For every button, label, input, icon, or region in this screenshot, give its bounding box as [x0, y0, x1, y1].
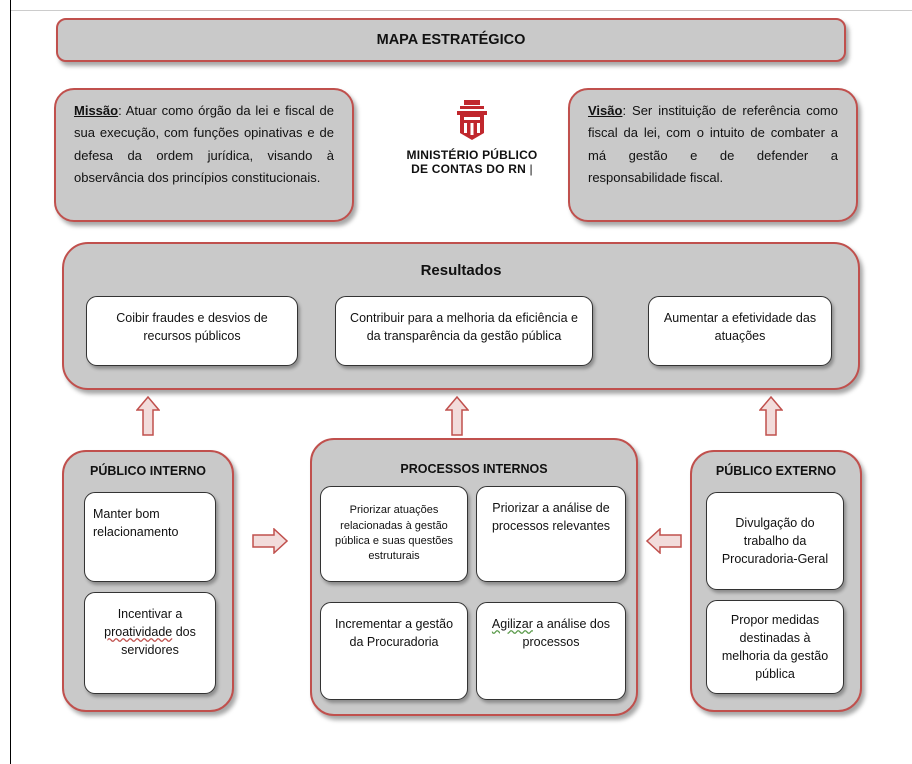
- result-item: Contribuir para a melhoria da eficiência…: [335, 296, 593, 366]
- internal-processes-title: PROCESSOS INTERNOS: [400, 462, 548, 476]
- internal-processes-panel: PROCESSOS INTERNOS Priorizar atuações re…: [310, 438, 638, 716]
- vision-box: Visão: Ser instituição de referência com…: [568, 88, 858, 222]
- internal-public-item: Incentivar a proatividade dos servidores: [84, 592, 216, 694]
- external-public-item: Divulgação do trabalho da Procuradoria-G…: [706, 492, 844, 590]
- internal-public-title: PÚBLICO INTERNO: [90, 464, 206, 478]
- result-item-text: Coibir fraudes e desvios de recursos púb…: [116, 311, 268, 344]
- logo-line-1: MINISTÉRIO PÚBLICO: [406, 148, 538, 162]
- block-arrow-icon: [759, 396, 783, 436]
- external-public-item-text: Propor medidas destinadas à melhoria da …: [721, 612, 829, 682]
- external-public-panel: PÚBLICO EXTERNO Divulgação do trabalho d…: [690, 450, 862, 712]
- logo-text: MINISTÉRIO PÚBLICO DE CONTAS DO RN |: [392, 148, 552, 177]
- internal-public-panel: PÚBLICO INTERNO Manter bom relacionament…: [62, 450, 234, 712]
- internal-public-item-text: Incentivar a proatividade dos servidores: [93, 605, 207, 659]
- external-public-title: PÚBLICO EXTERNO: [715, 464, 837, 478]
- internal-public-item-text-underlined: proatividade: [104, 625, 173, 640]
- internal-process-item-text: Agilizar a análise dos processos: [485, 615, 617, 651]
- logo: MINISTÉRIO PÚBLICO DE CONTAS DO RN |: [392, 100, 552, 200]
- internal-public-item: Manter bom relacionamento: [84, 492, 216, 582]
- internal-process-item: Priorizar atuações relacionadas à gestão…: [320, 486, 468, 582]
- internal-process-item-text: Priorizar a análise de processos relevan…: [491, 501, 611, 534]
- external-public-item: Propor medidas destinadas à melhoria da …: [706, 600, 844, 694]
- internal-process-item-text-underlined: Agilizar: [491, 617, 533, 631]
- internal-public-item-text-part: dos servidores: [121, 625, 196, 658]
- vision-label: Visão: [588, 103, 623, 118]
- logo-line-2: DE CONTAS DO RN |: [411, 162, 533, 177]
- results-title: Resultados: [420, 262, 502, 279]
- block-arrow-icon: [646, 528, 682, 554]
- internal-public-item-text: Manter bom relacionamento: [93, 507, 179, 540]
- result-item-text: Contribuir para a melhoria da eficiência…: [350, 311, 578, 344]
- diagram-title-text: MAPA ESTRATÉGICO: [376, 32, 526, 48]
- emblem-icon: [457, 100, 487, 140]
- page-top-border: [10, 10, 912, 11]
- internal-process-item: Priorizar a análise de processos relevan…: [476, 486, 626, 582]
- result-item: Aumentar a efetividade das atuações: [648, 296, 832, 366]
- internal-process-item: Incrementar a gestão da Procuradoria: [320, 602, 468, 700]
- block-arrow-icon: [445, 396, 469, 436]
- external-public-item-text: Divulgação do trabalho da Procuradoria-G…: [721, 515, 829, 567]
- internal-process-item-text: Priorizar atuações relacionadas à gestão…: [334, 504, 454, 563]
- result-item: Coibir fraudes e desvios de recursos púb…: [86, 296, 298, 366]
- results-panel: Resultados Coibir fraudes e desvios de r…: [62, 242, 860, 390]
- mission-text: : Atuar como órgão da lei e fiscal de su…: [74, 103, 334, 186]
- logo-line-2-text: DE CONTAS DO RN: [411, 162, 526, 177]
- internal-process-item-text-part: a análise dos processos: [522, 617, 611, 650]
- result-item-text: Aumentar a efetividade das atuações: [663, 311, 817, 344]
- vision-text: : Ser instituição de referência como fis…: [588, 103, 838, 186]
- internal-process-item: Agilizar a análise dos processos: [476, 602, 626, 700]
- diagram-title: MAPA ESTRATÉGICO: [56, 18, 846, 62]
- mission-box: Missão: Atuar como órgão da lei e fiscal…: [54, 88, 354, 222]
- block-arrow-icon: [136, 396, 160, 436]
- mission-label: Missão: [74, 103, 119, 118]
- block-arrow-icon: [252, 528, 288, 554]
- page-left-border: [10, 0, 11, 764]
- internal-process-item-text: Incrementar a gestão da Procuradoria: [334, 617, 454, 650]
- internal-public-item-text-part: Incentivar a: [117, 607, 183, 621]
